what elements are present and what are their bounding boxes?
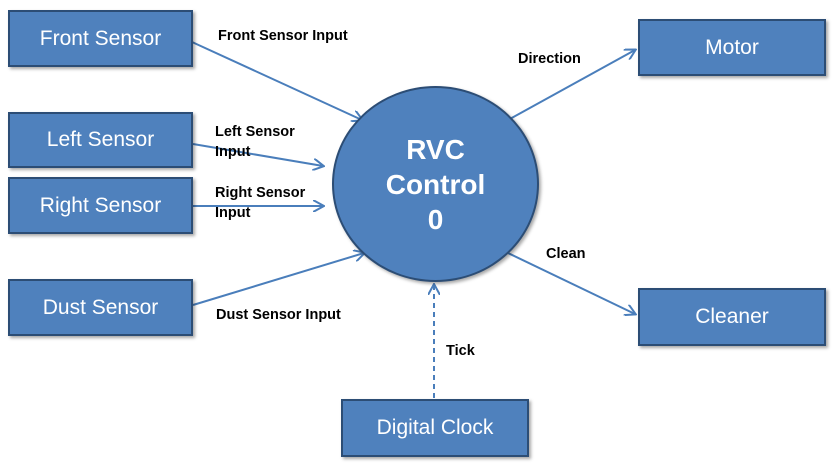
dust-sensor-input-label: Dust Sensor Input xyxy=(216,307,341,323)
arrow-left-sensor-input xyxy=(192,143,323,166)
front-sensor-input-label: Front Sensor Input xyxy=(218,28,348,44)
digital-clock-box: Digital Clock xyxy=(341,399,529,457)
process-number: 0 xyxy=(427,203,444,235)
process-title-line1: RVC xyxy=(406,133,465,165)
front-sensor-label: Front Sensor xyxy=(39,26,162,50)
direction-label: Direction xyxy=(518,51,581,67)
motor-box: Motor xyxy=(638,19,826,76)
dust-sensor-box: Dust Sensor xyxy=(8,279,193,336)
process-title-line2: Control xyxy=(385,168,486,200)
arrow-dust-sensor-input xyxy=(192,253,364,306)
right-sensor-box: Right Sensor xyxy=(8,177,193,234)
left-sensor-label: Left Sensor xyxy=(46,128,155,151)
clean-label: Clean xyxy=(546,246,586,262)
right-sensor-input-label-line2: Input xyxy=(215,205,251,221)
right-sensor-input-label-line1: Right Sensor xyxy=(215,185,306,201)
rvc-control-process: RVC Control 0 xyxy=(332,86,539,282)
digital-clock-label: Digital Clock xyxy=(376,416,494,439)
cleaner-label: Cleaner xyxy=(695,305,769,328)
motor-label: Motor xyxy=(705,35,759,59)
left-sensor-box: Left Sensor xyxy=(8,112,193,168)
arrow-front-sensor-input xyxy=(191,41,362,120)
dust-sensor-label: Dust Sensor xyxy=(42,295,159,319)
cleaner-box: Cleaner xyxy=(638,288,826,346)
arrow-direction xyxy=(507,50,635,121)
right-sensor-label: Right Sensor xyxy=(39,193,162,217)
left-sensor-input-label-line2: Input xyxy=(215,144,251,160)
left-sensor-input-label-line1: Left Sensor xyxy=(215,124,295,140)
tick-label: Tick xyxy=(446,343,475,359)
arrow-clean xyxy=(507,252,635,314)
front-sensor-box: Front Sensor xyxy=(8,10,193,67)
